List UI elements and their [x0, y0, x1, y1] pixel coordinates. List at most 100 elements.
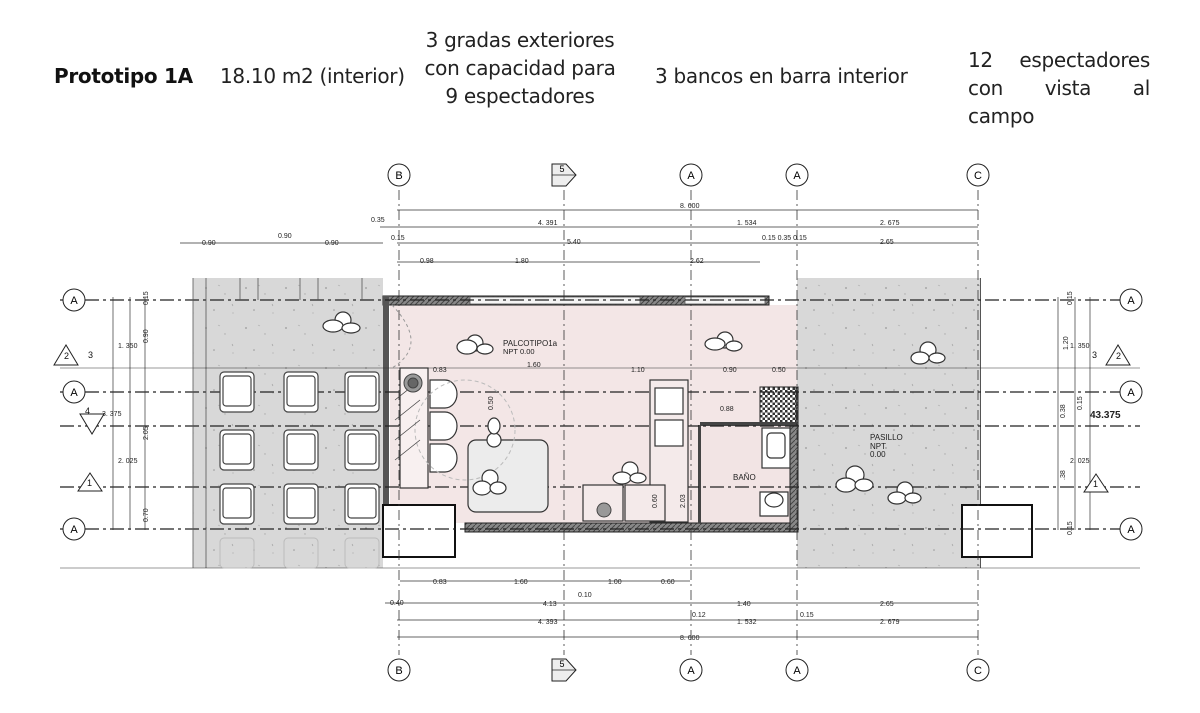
svg-text:0.12: 0.12	[692, 612, 706, 619]
svg-text:0.15: 0.15	[391, 235, 405, 242]
svg-text:1. 350: 1. 350	[1070, 343, 1090, 350]
palco-label: PALCOTIPO1a	[503, 339, 558, 348]
svg-text:2.05: 2.05	[143, 426, 150, 440]
svg-text:0.50: 0.50	[772, 367, 786, 374]
gradas-line-3: 9 espectadores	[445, 84, 595, 108]
svg-text:0.15: 0.15	[1077, 396, 1084, 410]
svg-text:2. 025: 2. 025	[118, 458, 138, 465]
espectadores-line-2: con vista al	[968, 76, 1150, 100]
section-marker-right-1: 1	[1083, 473, 1109, 493]
svg-text:0.15: 0.15	[1067, 521, 1074, 535]
svg-text:5: 5	[559, 659, 564, 669]
axis-marker-top-a1: A	[679, 163, 703, 187]
bottom-dimension-texts: 0.83 1.60 1.00 0.60 0.10 0.40 4.13 1.40 …	[390, 579, 900, 642]
svg-text:2: 2	[64, 351, 69, 361]
svg-text:8. 600: 8. 600	[680, 635, 700, 642]
column-east	[961, 504, 1033, 558]
axis-marker-left-3: A	[62, 517, 86, 541]
svg-text:0.10: 0.10	[578, 592, 592, 599]
palco-level: NPT 0.00	[503, 347, 535, 356]
people-figures	[322, 311, 946, 505]
svg-text:1.60: 1.60	[514, 579, 528, 586]
section-marker-left-3: 3	[88, 350, 93, 360]
axis-marker-bottom-a2: A	[785, 658, 809, 682]
left-dimension-texts: 0.15 0.90 1. 350 3. 375 2.05 2. 025 0.70	[102, 291, 150, 522]
svg-text:1.40: 1.40	[737, 601, 751, 608]
bottom-axis-markers: B 5 A A C	[387, 658, 990, 682]
svg-text:0.15 0.35 0.15: 0.15 0.35 0.15	[762, 235, 807, 242]
bano-label: BAÑO	[733, 473, 756, 482]
svg-text:A: A	[70, 295, 78, 307]
svg-text:43.375: 43.375	[1090, 410, 1121, 421]
svg-text:A: A	[1127, 295, 1135, 307]
svg-text:0.98: 0.98	[420, 258, 434, 265]
left-section-markers: 2 3 4 1	[53, 344, 105, 492]
svg-text:0.83: 0.83	[433, 579, 447, 586]
svg-text:4: 4	[85, 406, 90, 416]
right-section-markers: 3 2 1	[1083, 344, 1131, 493]
svg-text:0.38: 0.38	[1060, 404, 1067, 418]
svg-text:1. 350: 1. 350	[118, 343, 138, 350]
svg-text:0.70: 0.70	[143, 508, 150, 522]
pasillo-level-label: NPT	[870, 442, 886, 451]
svg-text:2. 025: 2. 025	[1070, 458, 1090, 465]
svg-text:0.88: 0.88	[720, 406, 734, 413]
right-dimension-texts: 0.15 1.20 1. 350 43.375 0.38 0.15 2. 025…	[1060, 291, 1121, 535]
svg-text:0.60: 0.60	[652, 494, 659, 508]
gradas-line-1: 3 gradas exteriores	[425, 28, 615, 52]
axis-marker-left-2: A	[62, 380, 86, 404]
interior-area: 18.10 m2 (interior)	[220, 64, 405, 88]
svg-text:1. 532: 1. 532	[737, 619, 757, 626]
left-axis-markers: A A A	[62, 288, 86, 541]
svg-text:0.15: 0.15	[1067, 291, 1074, 305]
west-wall	[383, 296, 389, 526]
svg-text:3. 375: 3. 375	[102, 411, 122, 418]
svg-text:1.60: 1.60	[527, 362, 541, 369]
svg-text:0.90: 0.90	[202, 240, 216, 247]
svg-text:2: 2	[1116, 351, 1121, 361]
gradas-line-2: con capacidad para	[424, 56, 616, 80]
axis-marker-bottom-a1: A	[679, 658, 703, 682]
pasillo-label: PASILLO	[870, 433, 903, 442]
svg-text:A: A	[70, 524, 78, 536]
svg-text:5: 5	[559, 164, 564, 174]
shaft	[759, 386, 797, 426]
column-west	[382, 504, 456, 558]
svg-text:C: C	[974, 665, 982, 677]
axis-marker-right-1: A	[1119, 288, 1143, 312]
svg-text:B: B	[395, 665, 402, 677]
espectadores-line-3: campo	[968, 104, 1035, 128]
door-swing	[391, 304, 412, 369]
axis-marker-top-c: C	[966, 163, 990, 187]
round-tables	[403, 373, 612, 518]
top-dimension-lines	[180, 209, 978, 263]
svg-text:1. 534: 1. 534	[737, 220, 757, 227]
svg-text:4. 391: 4. 391	[538, 220, 558, 227]
gradas-description: 3 gradas exteriores con capacidad para 9…	[410, 26, 630, 110]
bottom-dimension-lines	[385, 580, 978, 638]
svg-text:0.90: 0.90	[143, 329, 150, 343]
axis-marker-bottom-5: 5	[551, 658, 577, 682]
svg-text:0.60: 0.60	[661, 579, 675, 586]
svg-text:0.35: 0.35	[371, 217, 385, 224]
floor-plan: PALCOTIPO1a NPT 0.00 BAÑO PASILLO NPT 0.…	[53, 163, 1143, 682]
section-marker-left-2: 2	[53, 344, 79, 366]
right-axis-markers: A A A	[1119, 288, 1143, 541]
bancos-description: 3 bancos en barra interior	[655, 64, 908, 88]
axis-marker-bottom-c: C	[966, 658, 990, 682]
svg-text:1.80: 1.80	[515, 258, 529, 265]
svg-text:1.00: 1.00	[608, 579, 622, 586]
svg-text:4.13: 4.13	[543, 601, 557, 608]
svg-text:A: A	[1127, 387, 1135, 399]
svg-text:0.90: 0.90	[325, 240, 339, 247]
svg-text:8. 600: 8. 600	[680, 203, 700, 210]
svg-text:2. 675: 2. 675	[880, 220, 900, 227]
svg-text:1.10: 1.10	[631, 367, 645, 374]
vertical-grid-lines	[398, 190, 979, 655]
axis-marker-top-b: B	[387, 163, 411, 187]
axis-marker-top-a2: A	[785, 163, 809, 187]
svg-text:0.90: 0.90	[723, 367, 737, 374]
section-marker-right-3: 3	[1092, 350, 1097, 360]
svg-text:A: A	[687, 665, 695, 677]
axis-marker-left-1: A	[62, 288, 86, 312]
